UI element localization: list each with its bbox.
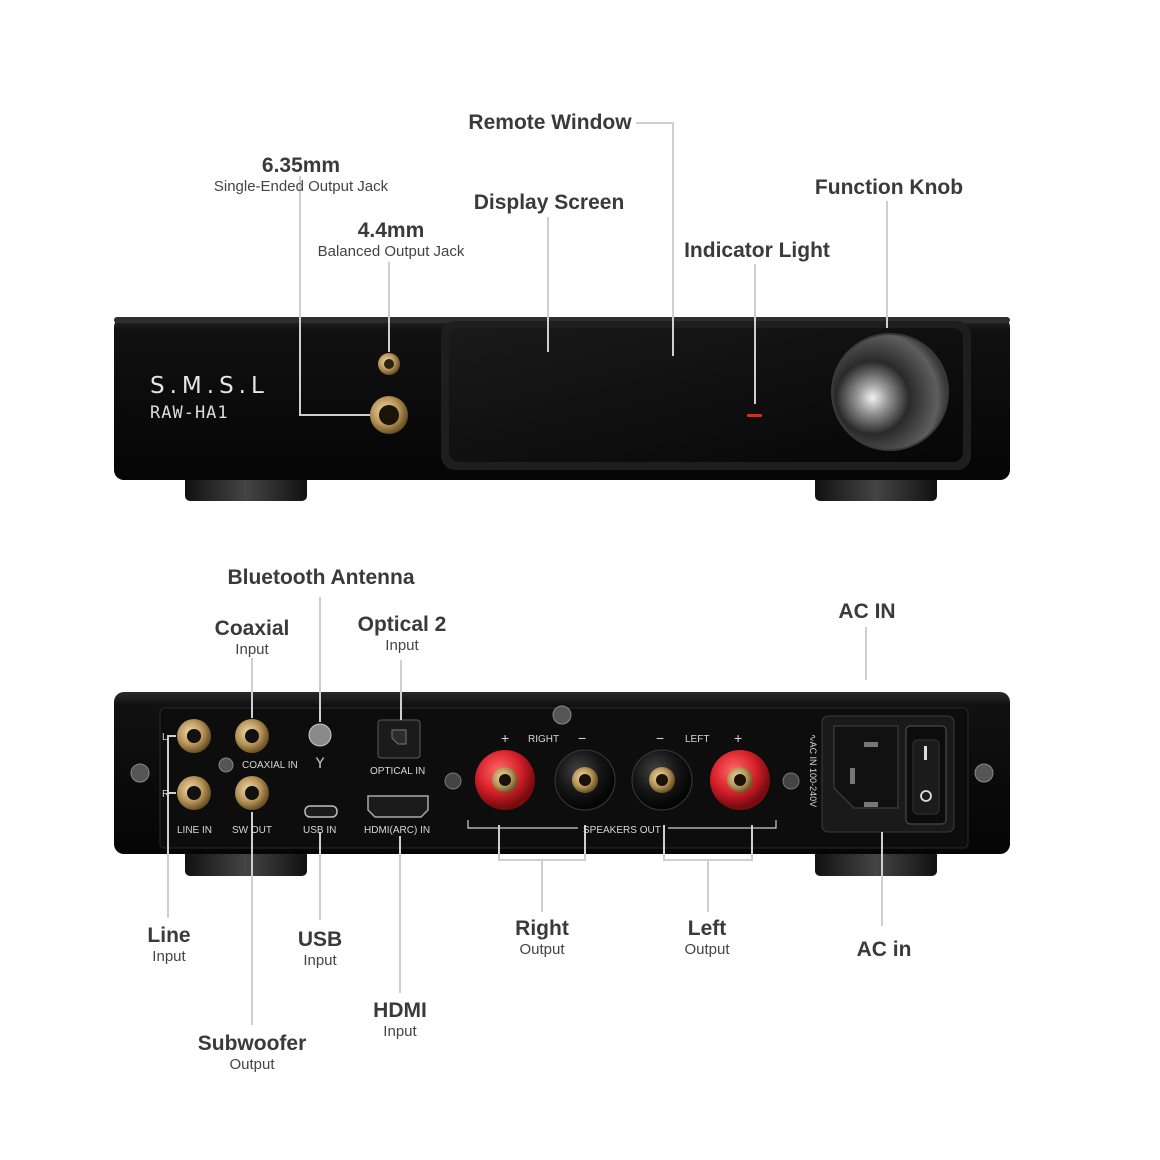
silk-usb-in: USB IN bbox=[303, 825, 336, 836]
label-44mm-jack: 4.4mm Balanced Output Jack bbox=[318, 219, 465, 261]
left-plus-terminal[interactable] bbox=[710, 750, 770, 810]
silk-speakers-out: SPEAKERS OUT bbox=[583, 825, 661, 836]
label-right-title: Right bbox=[515, 917, 569, 940]
hdmi-arc-port[interactable] bbox=[367, 795, 429, 818]
label-44mm-title: 4.4mm bbox=[357, 219, 425, 242]
label-hdmi: HDMI Input bbox=[373, 999, 427, 1041]
iec-power-inlet[interactable] bbox=[833, 725, 899, 809]
silk-plus-left: + bbox=[734, 730, 742, 746]
line-in-l-jack[interactable] bbox=[177, 719, 211, 753]
back-view: Y bbox=[114, 692, 1010, 876]
label-coaxial-title: Coaxial bbox=[214, 617, 290, 640]
screw-left bbox=[130, 763, 150, 783]
label-left-sub: Output bbox=[684, 941, 730, 958]
silk-sw-out: SW OUT bbox=[232, 825, 272, 836]
label-usb-title: USB bbox=[297, 928, 343, 951]
label-optical: Optical 2 Input bbox=[358, 613, 447, 655]
label-remote-title: Remote Window bbox=[468, 111, 632, 134]
label-remote-window: Remote Window bbox=[468, 111, 631, 135]
label-function-knob: Function Knob bbox=[815, 176, 963, 200]
silk-left: LEFT bbox=[685, 734, 709, 745]
panel-silkscreen: L R COAXIAL IN LINE IN SW OUT USB IN OPT… bbox=[162, 730, 818, 836]
label-antenna-title: Bluetooth Antenna bbox=[227, 566, 415, 589]
label-indicator-title: Indicator Light bbox=[684, 239, 830, 262]
label-usb-sub: Input bbox=[303, 952, 337, 969]
label-bluetooth-antenna: Bluetooth Antenna bbox=[227, 566, 414, 590]
label-indicator-light: Indicator Light bbox=[684, 239, 830, 263]
label-left-title: Left bbox=[687, 917, 727, 940]
label-coaxial: Coaxial Input bbox=[215, 617, 290, 659]
screw-mid-right bbox=[782, 772, 800, 790]
label-acin-bottom-title: AC in bbox=[856, 938, 912, 961]
antenna-symbol-icon: Y bbox=[315, 756, 325, 772]
label-subwoofer: Subwoofer Output bbox=[198, 1032, 307, 1074]
coaxial-in-jack[interactable] bbox=[235, 719, 269, 753]
screw-mid-left bbox=[444, 772, 462, 790]
label-right-output: Right Output bbox=[515, 917, 569, 959]
screw-right bbox=[974, 763, 994, 783]
front-view bbox=[114, 317, 1010, 501]
label-44mm-sub: Balanced Output Jack bbox=[317, 243, 465, 260]
label-hdmi-title: HDMI bbox=[373, 999, 427, 1022]
label-optical-title: Optical 2 bbox=[357, 613, 447, 636]
label-right-sub: Output bbox=[519, 941, 565, 958]
label-subwoofer-sub: Output bbox=[229, 1056, 275, 1073]
label-display-screen: Display Screen bbox=[474, 191, 625, 215]
label-hdmi-sub: Input bbox=[383, 1023, 417, 1040]
label-usb: USB Input bbox=[298, 928, 342, 970]
silk-coaxial-in: COAXIAL IN bbox=[242, 760, 298, 771]
front-foot-left bbox=[185, 474, 307, 501]
label-display-title: Display Screen bbox=[473, 191, 625, 214]
back-foot-left bbox=[185, 848, 307, 876]
label-line: Line Input bbox=[147, 924, 190, 966]
label-optical-sub: Input bbox=[385, 637, 419, 654]
right-plus-terminal[interactable] bbox=[475, 750, 535, 810]
model-name: RAW-HA1 bbox=[150, 403, 229, 423]
silk-minus-left: − bbox=[656, 730, 664, 746]
label-coaxial-sub: Input bbox=[235, 641, 269, 658]
label-ac-in-bottom: AC in bbox=[857, 938, 912, 962]
label-635mm-sub: Single-Ended Output Jack bbox=[213, 178, 389, 195]
label-knob-title: Function Knob bbox=[814, 176, 964, 199]
silk-l: L bbox=[162, 732, 168, 743]
silk-right: RIGHT bbox=[528, 734, 559, 745]
label-left-output: Left Output bbox=[684, 917, 729, 959]
silk-ac-rating: ∿AC IN 100-240V bbox=[808, 734, 818, 807]
label-635mm-title: 6.35mm bbox=[261, 154, 341, 177]
label-acin-top-title: AC IN bbox=[838, 600, 896, 623]
label-ac-in-top: AC IN bbox=[838, 600, 895, 624]
bluetooth-antenna-connector[interactable] bbox=[308, 723, 332, 747]
sw-out-jack[interactable] bbox=[235, 776, 269, 810]
function-knob[interactable] bbox=[832, 334, 948, 450]
front-foot-right bbox=[815, 474, 937, 501]
silk-minus-right: − bbox=[578, 730, 586, 746]
silk-optical-in: OPTICAL IN bbox=[370, 766, 425, 777]
indicator-led bbox=[747, 414, 762, 417]
label-line-sub: Input bbox=[152, 948, 186, 965]
line-in-r-jack[interactable] bbox=[177, 776, 211, 810]
label-subwoofer-title: Subwoofer bbox=[197, 1032, 307, 1055]
left-minus-terminal[interactable] bbox=[631, 749, 693, 811]
leader-lines bbox=[167, 122, 888, 1025]
screw-top bbox=[552, 705, 572, 725]
brand-logo: S.M.S.L bbox=[150, 373, 269, 399]
back-foot-right bbox=[815, 848, 937, 876]
silk-plus-right: + bbox=[501, 730, 509, 746]
label-line-title: Line bbox=[147, 924, 191, 947]
silk-line-in: LINE IN bbox=[177, 825, 212, 836]
right-minus-terminal[interactable] bbox=[554, 749, 616, 811]
label-635mm-jack: 6.35mm Single-Ended Output Jack bbox=[214, 154, 388, 196]
silk-r: R bbox=[162, 789, 169, 800]
speakers-out-bracket bbox=[467, 820, 777, 829]
silk-hdmi-in: HDMI(ARC) IN bbox=[364, 825, 430, 836]
usb-c-port[interactable] bbox=[304, 805, 338, 818]
